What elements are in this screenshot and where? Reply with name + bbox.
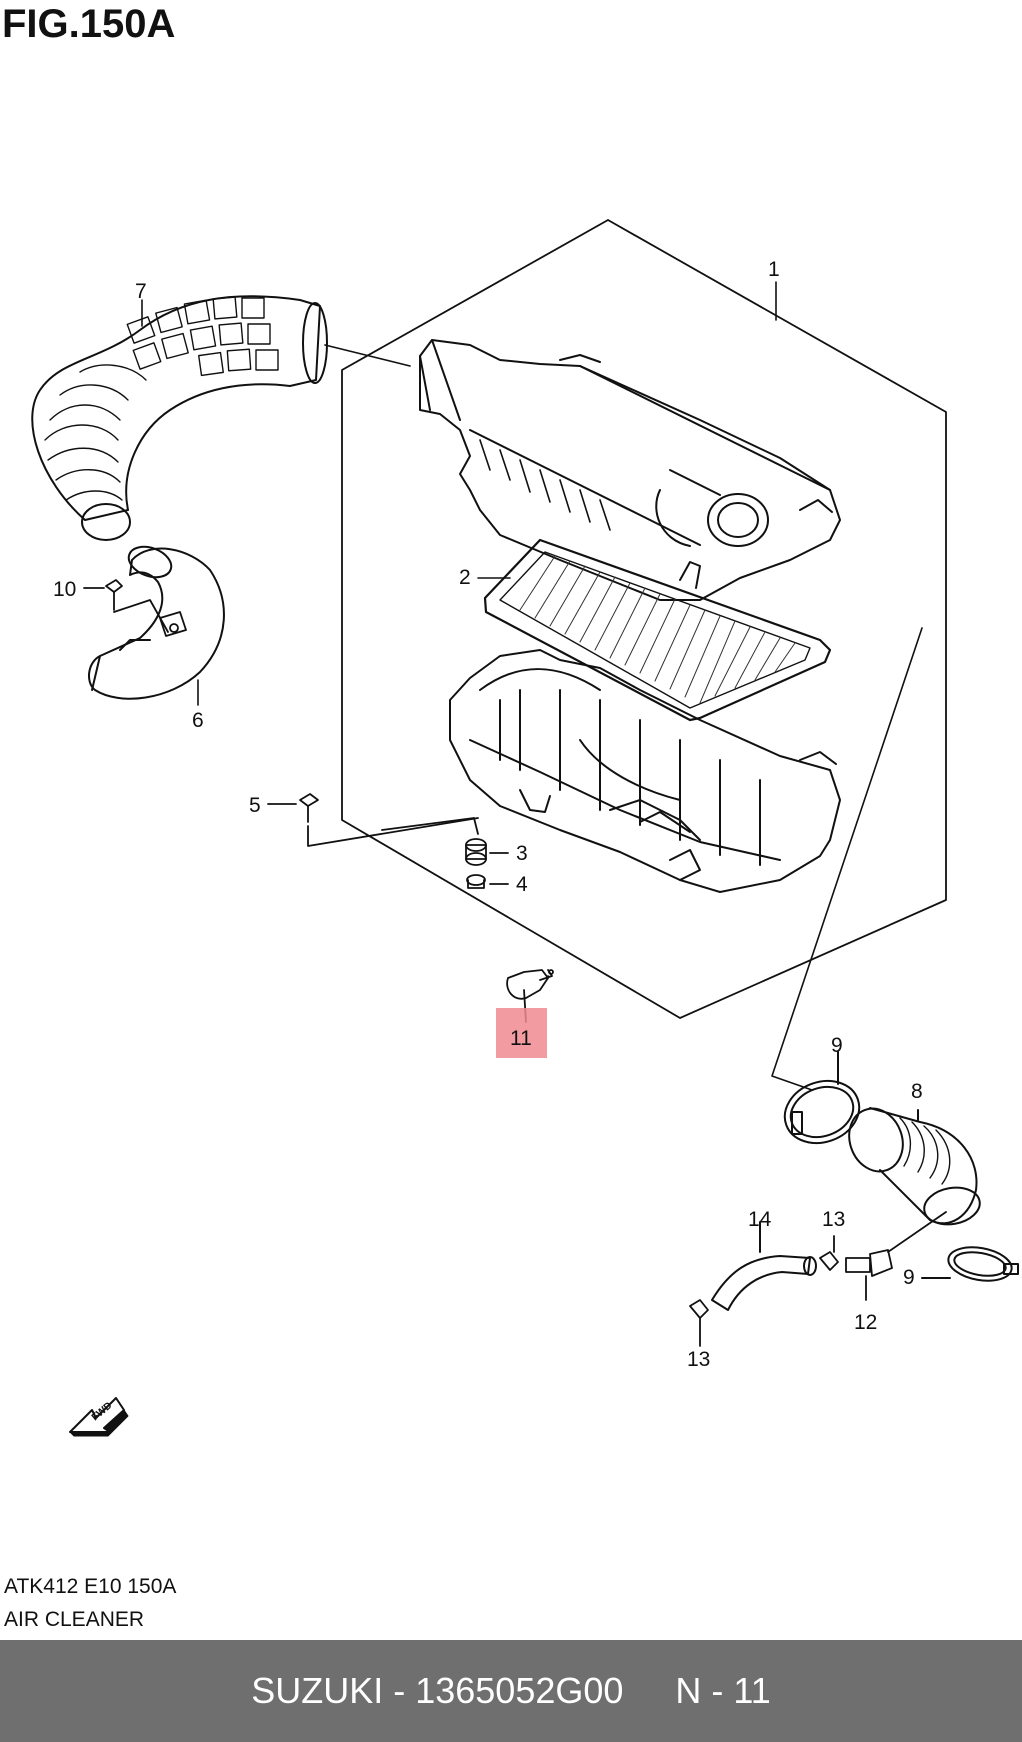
callout-9-upper: 9: [831, 1034, 843, 1057]
callout-5: 5: [249, 794, 261, 817]
duct-resonator: [88, 545, 225, 706]
callout-11: 11: [510, 1027, 532, 1050]
callout-12: 12: [854, 1311, 877, 1334]
clamp-9-lower: [921, 1246, 1019, 1282]
assembly-outline: [341, 219, 947, 1019]
upper-case: [419, 339, 841, 601]
outlet-hose: [848, 1107, 981, 1226]
callout-7: 7: [135, 280, 147, 303]
footer-part-text: SUZUKI - 1365052G00: [251, 1670, 624, 1711]
highlight-box: [496, 1008, 547, 1058]
footer-bar: SUZUKI - 1365052G00 N - 11: [0, 1640, 1022, 1742]
connector-12: [845, 1211, 947, 1301]
filter-element: [483, 538, 832, 722]
footer-page-text: N - 11: [675, 1670, 771, 1711]
callout-13-upper: 13: [822, 1208, 845, 1231]
collar-4: [466, 874, 509, 889]
callout-1: 1: [768, 258, 780, 281]
callout-14: 14: [748, 1208, 772, 1231]
clip-13: [689, 1235, 839, 1347]
callout-10: 10: [53, 578, 76, 601]
model-code: ATK412 E10 150A: [4, 1575, 177, 1598]
callout-2: 2: [459, 566, 471, 589]
callout-13-lower: 13: [687, 1348, 710, 1371]
section-name: AIR CLEANER: [4, 1608, 145, 1631]
fwd-arrow-icon: FWD: [69, 1397, 129, 1437]
callout-6: 6: [192, 709, 204, 732]
callout-4: 4: [516, 873, 528, 896]
figure-title: FIG.150A: [2, 2, 176, 46]
grommet-3: [465, 838, 509, 866]
callout-8: 8: [911, 1080, 923, 1103]
intake-hose: [31, 295, 328, 541]
lower-case: [449, 649, 841, 893]
exploded-parts-diagram: FWD 1 2 3 4 5 6 7 8 9 9 10 11 12 13 13 1…: [31, 219, 1019, 1437]
callout-9-lower: 9: [903, 1266, 915, 1289]
callout-3: 3: [516, 842, 528, 865]
screw-5: [267, 793, 479, 847]
bolt-10: [83, 579, 187, 637]
clamp-9-upper: [783, 1051, 861, 1145]
vacuum-hose-14: [711, 1221, 817, 1311]
